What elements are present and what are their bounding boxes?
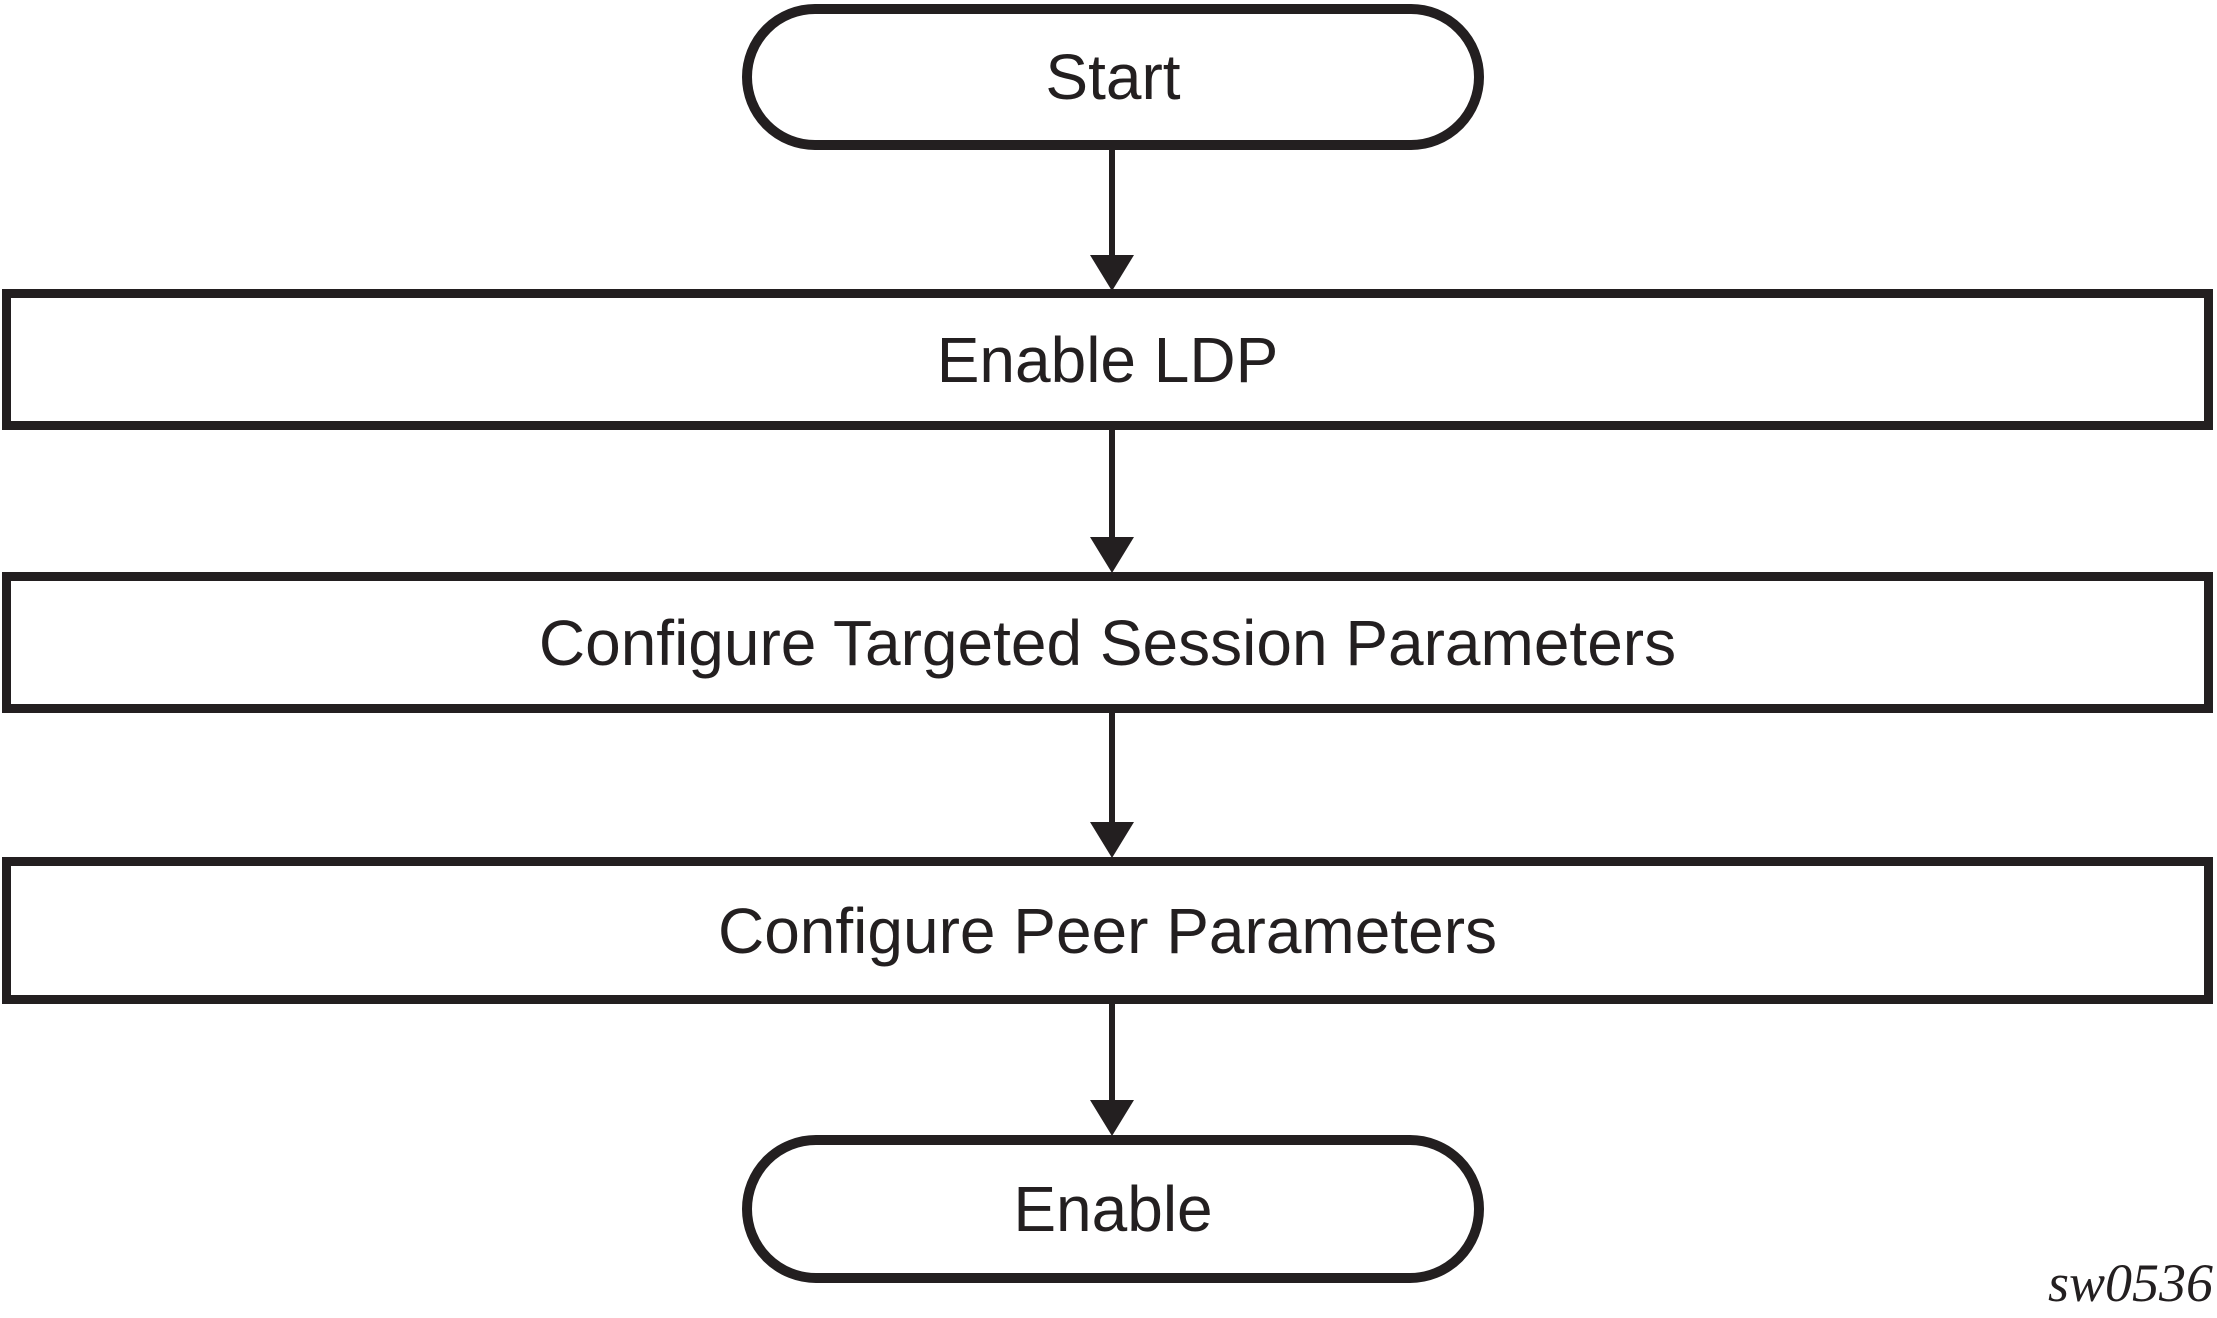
- flow-node-configure-targeted-session-parameters: Configure Targeted Session Parameters: [2, 572, 2213, 713]
- flow-node-enable: Enable: [742, 1135, 1484, 1283]
- arrowhead-down-icon: [1090, 1100, 1134, 1136]
- flow-connector-1: [1090, 150, 1134, 291]
- flow-node-start: Start: [742, 4, 1484, 150]
- flow-connector-4: [1090, 1004, 1134, 1136]
- flow-node-configure-peer-parameters: Configure Peer Parameters: [2, 857, 2213, 1004]
- figure-id-label: sw0536: [2047, 1253, 2213, 1313]
- flow-connector-2: [1090, 430, 1134, 573]
- flow-node-enable-ldp-label: Enable LDP: [936, 323, 1279, 396]
- arrow-shaft: [1109, 713, 1115, 824]
- flow-node-configure-targeted-session-parameters-label: Configure Targeted Session Parameters: [538, 606, 1677, 679]
- arrowhead-down-icon: [1090, 255, 1134, 291]
- arrowhead-down-icon: [1090, 537, 1134, 573]
- flow-node-enable-ldp: Enable LDP: [2, 289, 2213, 430]
- arrowhead-down-icon: [1090, 822, 1134, 858]
- flow-connector-3: [1090, 713, 1134, 858]
- flow-node-enable-label: Enable: [1013, 1173, 1213, 1245]
- flow-node-configure-peer-parameters-label: Configure Peer Parameters: [717, 894, 1498, 967]
- arrow-shaft: [1109, 150, 1115, 257]
- arrow-shaft: [1109, 1004, 1115, 1102]
- arrow-shaft: [1109, 430, 1115, 539]
- flow-node-start-label: Start: [1045, 41, 1181, 113]
